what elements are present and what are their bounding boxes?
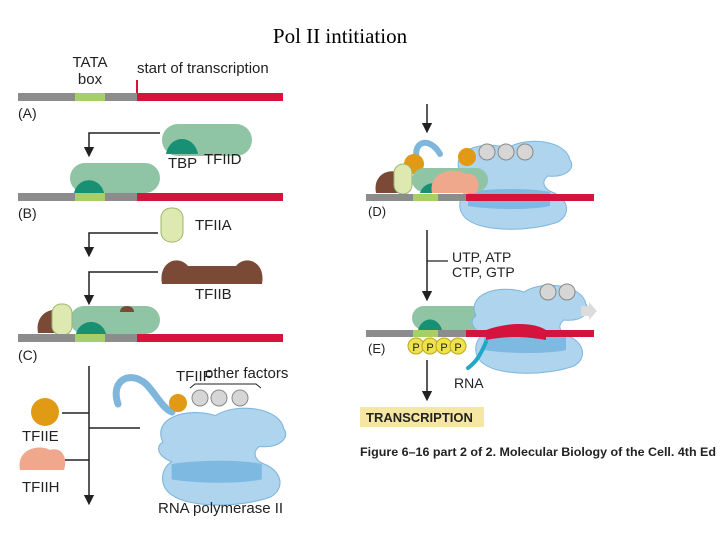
polymerase-tail: [112, 374, 176, 416]
phospho-label: P: [440, 342, 447, 354]
small-factor-shape: [231, 389, 249, 407]
flow-arrow-bc-a: [83, 232, 158, 258]
panel-d: (D): [366, 139, 594, 230]
tfiif-label: TFIIF: [176, 368, 212, 385]
direction-arrow: [581, 302, 597, 320]
panel-c: (C): [18, 303, 283, 363]
phospho-label: P: [426, 342, 433, 354]
flow-arrow-bc-b: [83, 271, 158, 306]
tfiif-shape: [169, 394, 187, 412]
tfiib-shape: [161, 260, 263, 284]
slide-title: Pol II intitiation: [272, 24, 408, 48]
phospho-label: P: [454, 342, 461, 354]
transcription-banner: [360, 407, 484, 427]
small-factor-shape: [210, 389, 228, 407]
panel-label-e: (E): [368, 341, 385, 356]
tfiib-label: TFIIB: [195, 286, 232, 303]
rna-polymerase-label: RNA polymerase II: [158, 500, 283, 517]
other-factors-label: other factors: [205, 365, 288, 382]
panel-e: (E): [366, 283, 597, 374]
rna-label: RNA: [454, 375, 484, 391]
transcription-label: TRANSCRIPTION: [366, 410, 473, 425]
start-of-transcription-label: start of transcription: [137, 60, 269, 77]
tfiid-complex: [162, 124, 252, 156]
tbp-label: TBP: [168, 155, 197, 172]
other-factors-bracket: [189, 383, 262, 389]
ntp-label-1: UTP, ATP: [452, 249, 511, 265]
box-label: box: [78, 71, 103, 88]
panel-label-d: (D): [368, 204, 386, 219]
tfiia-shape: [160, 207, 184, 243]
ntp-label-2: CTP, GTP: [452, 264, 515, 280]
panel-a: TATA box start of transcription (A): [18, 54, 283, 121]
tfiid-label: TFIID: [204, 151, 242, 168]
tfiie-shape: [31, 398, 59, 426]
tata-label: TATA: [73, 54, 108, 71]
phosphate-tail: P P P P: [407, 337, 467, 355]
tfiih-shape: [19, 447, 66, 470]
figure-caption: Figure 6–16 part 2 of 2. Molecular Biolo…: [360, 447, 716, 459]
panel-label-b: (B): [18, 205, 37, 221]
tfiih-label: TFIIH: [22, 479, 60, 496]
tfiia-label: TFIIA: [195, 217, 232, 234]
dna-strand: [18, 93, 283, 101]
tbp-shape: [166, 139, 198, 154]
panel-b: (B): [18, 163, 283, 221]
rna-strand: [466, 340, 488, 370]
flow-arrow-ab: [83, 132, 160, 158]
panel-label-a: (A): [18, 105, 37, 121]
phospho-label: P: [412, 342, 419, 354]
tfiie-label: TFIIE: [22, 428, 59, 445]
rna-polymerase-shape: [158, 407, 287, 506]
small-factor-shape: [191, 389, 209, 407]
panel-label-c: (C): [18, 347, 37, 363]
